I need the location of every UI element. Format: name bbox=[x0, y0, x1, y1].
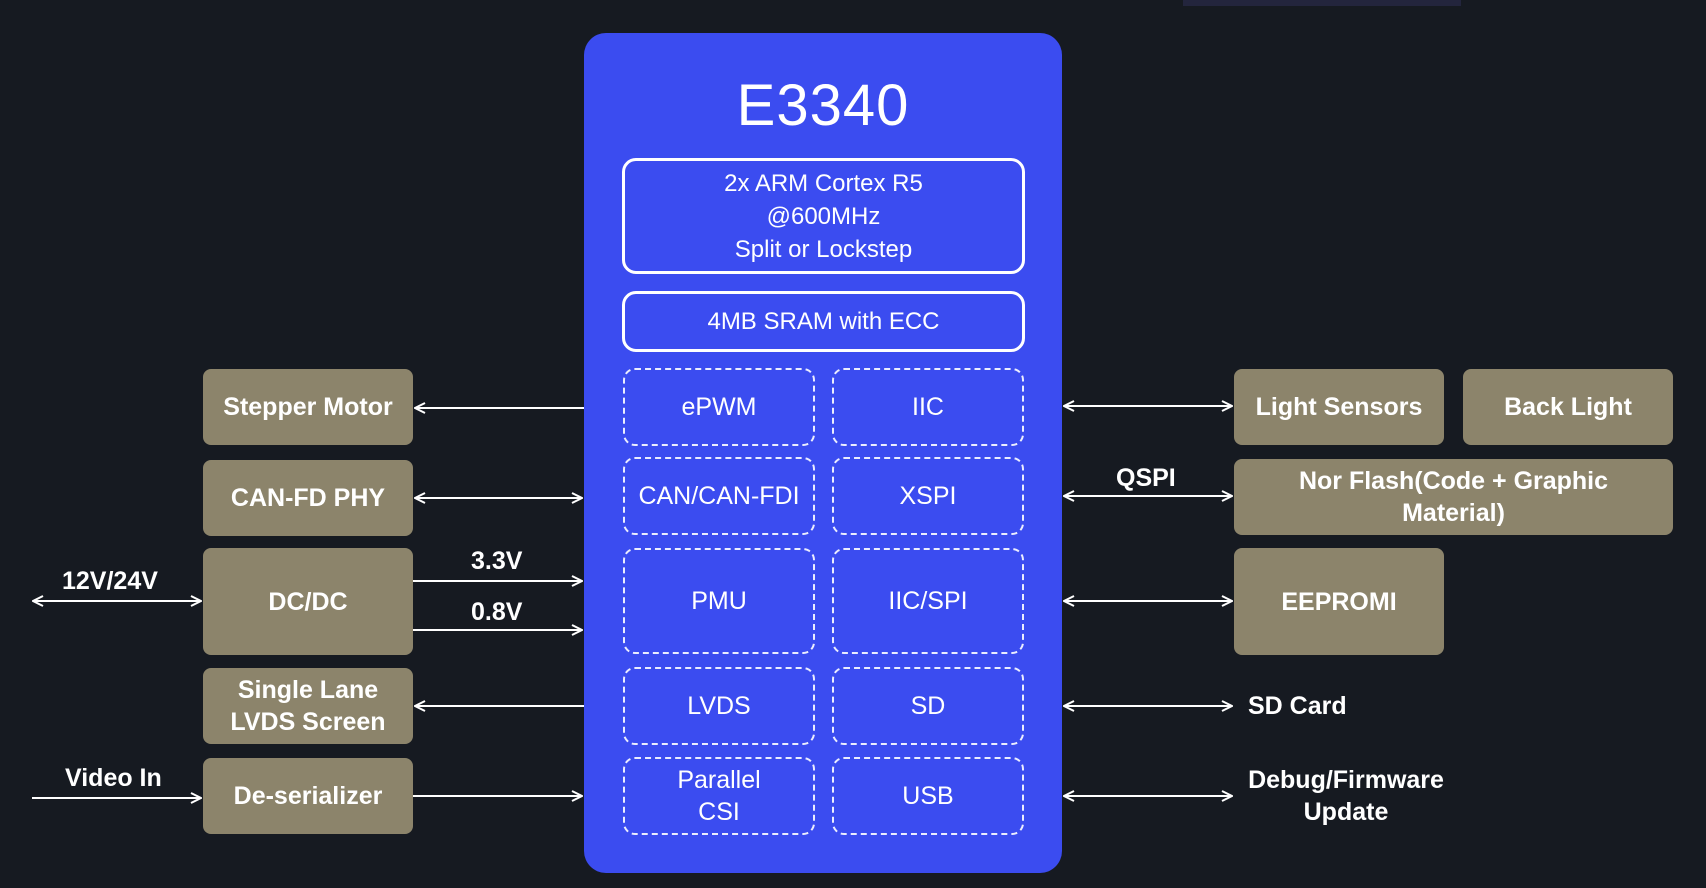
peripheral-label: LVDS bbox=[687, 692, 751, 720]
block-label: Light Sensors bbox=[1255, 393, 1423, 421]
can-fd-phy-block: CAN-FD PHY bbox=[203, 460, 413, 536]
supply-voltage-label: 12V/24V bbox=[62, 567, 158, 595]
block-label: De-serializer bbox=[233, 782, 383, 810]
peripheral-label: IIC/SPI bbox=[888, 587, 968, 615]
peripheral-label: IIC bbox=[912, 393, 944, 421]
peripheral-lvds: LVDS bbox=[623, 667, 815, 745]
peripheral-pmu: PMU bbox=[623, 548, 815, 654]
nor-flash-block: Nor Flash(Code + Graphic Material) bbox=[1234, 459, 1673, 535]
stepper-motor-block: Stepper Motor bbox=[203, 369, 413, 445]
qspi-label: QSPI bbox=[1116, 464, 1176, 492]
eeprom-block: EEPROMI bbox=[1234, 548, 1444, 655]
peripheral-iic: IIC bbox=[832, 368, 1024, 446]
peripheral-can: CAN/CAN-FDI bbox=[623, 457, 815, 535]
peripheral-parallel-csi: Parallel CSI bbox=[623, 757, 815, 835]
top-edge-bar bbox=[1183, 0, 1461, 6]
light-sensors-block: Light Sensors bbox=[1234, 369, 1444, 445]
back-light-block: Back Light bbox=[1463, 369, 1673, 445]
block-label: DC/DC bbox=[268, 587, 348, 616]
peripheral-label: ePWM bbox=[681, 393, 757, 421]
peripheral-sd: SD bbox=[832, 667, 1024, 745]
de-serializer-block: De-serializer bbox=[203, 758, 413, 834]
peripheral-label-line-2: CSI bbox=[698, 798, 740, 826]
video-in-label: Video In bbox=[65, 764, 162, 792]
sd-card-label: SD Card bbox=[1248, 692, 1347, 720]
block-label-line-2: LVDS Screen bbox=[230, 708, 386, 736]
voltage-3v3-label: 3.3V bbox=[471, 547, 523, 575]
peripheral-label: USB bbox=[902, 782, 954, 810]
peripheral-label: SD bbox=[910, 692, 946, 720]
peripheral-epwm: ePWM bbox=[623, 368, 815, 446]
peripheral-label-line-1: Parallel bbox=[677, 766, 761, 794]
block-label: EEPROMI bbox=[1281, 587, 1397, 616]
debug-label-line-2: Update bbox=[1303, 798, 1389, 826]
block-label-line-1: Nor Flash(Code + Graphic bbox=[1298, 467, 1609, 495]
peripheral-xspi: XSPI bbox=[832, 457, 1024, 535]
block-label: Stepper Motor bbox=[223, 393, 393, 421]
peripheral-label: CAN/CAN-FDI bbox=[638, 482, 800, 510]
cpu-core-box: 2x ARM Cortex R5 @600MHz Split or Lockst… bbox=[622, 158, 1025, 274]
block-label: Back Light bbox=[1504, 393, 1632, 421]
chip-title: E3340 bbox=[736, 73, 910, 138]
chip-block bbox=[584, 33, 1062, 873]
peripheral-iic-spi: IIC/SPI bbox=[832, 548, 1024, 654]
block-label: CAN-FD PHY bbox=[230, 484, 386, 512]
cpu-core-line-1: 2x ARM Cortex R5 bbox=[724, 169, 923, 197]
cpu-core-line-2: @600MHz bbox=[766, 202, 881, 230]
peripheral-usb: USB bbox=[832, 757, 1024, 835]
sram-label: 4MB SRAM with ECC bbox=[707, 308, 940, 335]
sram-box: 4MB SRAM with ECC bbox=[622, 291, 1025, 352]
lvds-screen-block: Single Lane LVDS Screen bbox=[203, 668, 413, 744]
peripheral-label: PMU bbox=[691, 587, 747, 615]
block-label-line-2: Material) bbox=[1402, 499, 1505, 527]
cpu-core-line-3: Split or Lockstep bbox=[734, 235, 913, 263]
voltage-0v8-label: 0.8V bbox=[471, 598, 523, 626]
debug-firmware-label: Debug/Firmware Update bbox=[1230, 764, 1462, 828]
debug-label-line-1: Debug/Firmware bbox=[1248, 766, 1444, 794]
block-label-line-1: Single Lane bbox=[237, 676, 379, 704]
peripheral-label: XSPI bbox=[899, 482, 957, 510]
dc-dc-block: DC/DC bbox=[203, 548, 413, 655]
